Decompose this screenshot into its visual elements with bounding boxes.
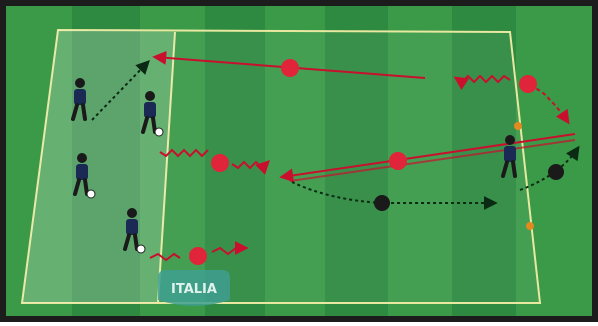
ball	[155, 128, 163, 136]
player-shirt	[126, 219, 138, 235]
player-shirt	[74, 89, 86, 105]
player-head	[145, 91, 155, 101]
cone-red-bottom-left	[189, 247, 207, 265]
cone-dark-bottom-center	[374, 195, 390, 211]
logo-text: ITALIA	[171, 282, 217, 297]
player-head	[127, 208, 137, 218]
cone-small-orange-1	[514, 122, 522, 130]
cone-red-middle-left	[211, 154, 229, 172]
ball	[137, 245, 145, 253]
cone-red-top-center	[281, 59, 299, 77]
cone-red-middle-center	[389, 152, 407, 170]
italia-logo: ITALIA	[158, 270, 230, 306]
player-shirt	[76, 164, 88, 180]
player-shirt	[144, 102, 156, 118]
ball	[87, 190, 95, 198]
cone-red-top-right	[519, 75, 537, 93]
cone-dark-right	[548, 164, 564, 180]
player-shirt	[504, 146, 516, 162]
player-head	[505, 135, 515, 145]
player-head	[77, 153, 87, 163]
player-head	[75, 78, 85, 88]
cone-small-orange-2	[526, 222, 534, 230]
